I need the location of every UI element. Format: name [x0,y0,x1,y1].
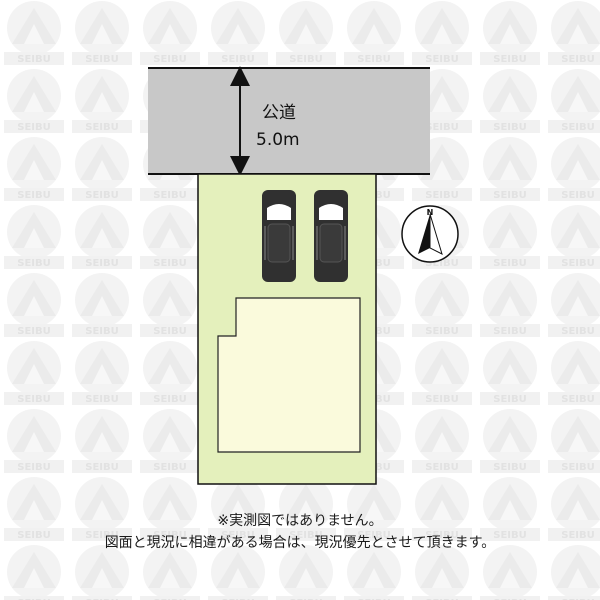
road-width-label: 5.0m [256,130,300,150]
road-area [148,68,430,174]
compass-icon: N [401,205,459,263]
road: 公道 5.0m [148,66,430,176]
road-label: 公道 [262,103,296,123]
car-icon [262,190,296,282]
car-icon [314,190,348,282]
disclaimer-line-2: 図面と現況に相違がある場合は、現況優先とさせて頂きます。 [104,535,496,551]
disclaimer-line-1: ※実測図ではありません。 [217,513,383,529]
building-footprint [217,297,361,453]
compass-north-label: N [427,208,434,217]
